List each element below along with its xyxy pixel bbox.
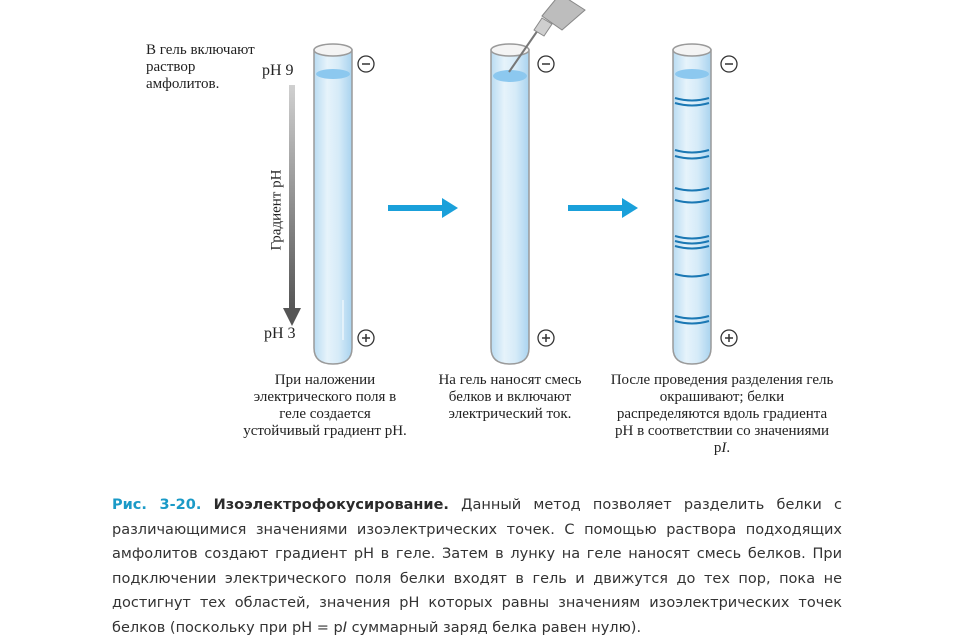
step-3-text-end: . <box>726 440 731 456</box>
step-1-text: При наложении электрического поля в геле… <box>243 372 407 439</box>
electrode-plus-1 <box>357 329 375 347</box>
ph-gradient-arrow <box>283 85 301 326</box>
tube-3 <box>672 43 712 365</box>
step-arrow-1 <box>388 198 458 218</box>
gradient-label: Градиент pH <box>262 150 292 270</box>
step-2-text: На гель наносят смесь белков и включают … <box>438 372 582 422</box>
protein-bands <box>674 97 710 325</box>
intro-label: В гель включают раствор амфолитов. <box>146 42 255 92</box>
gradient-label-text: Градиент pH <box>268 169 285 251</box>
caption-body-italic: I <box>342 619 347 636</box>
pipette <box>508 0 586 73</box>
electrode-minus-1 <box>357 55 375 73</box>
step-arrow-2 <box>568 198 638 218</box>
caption-title: Изоэлектрофокусирование. <box>213 497 449 513</box>
step-3-text-main: После проведения разделения гель окрашив… <box>610 372 834 456</box>
tube-2 <box>490 43 530 365</box>
electrode-plus-3 <box>720 329 738 347</box>
figure-caption: Рис. 3-20. Изоэлектрофокусирование. Данн… <box>112 493 842 640</box>
ph-top-label: pH 9 <box>262 62 294 79</box>
step-3-text: После проведения разделения гель окрашив… <box>608 372 836 457</box>
step-3-text-italic: I <box>721 440 727 456</box>
tube-1 <box>313 43 353 365</box>
electrode-minus-2 <box>537 55 555 73</box>
electrode-minus-3 <box>720 55 738 73</box>
caption-body-2: суммарный заряд белка равен нулю). <box>346 619 642 636</box>
caption-number: Рис. 3-20. <box>112 497 202 513</box>
electrode-plus-2 <box>537 329 555 347</box>
caption-body-1: Данный метод позволяет разделить белки с… <box>112 497 843 636</box>
ph-bottom-label: pH 3 <box>264 325 296 342</box>
